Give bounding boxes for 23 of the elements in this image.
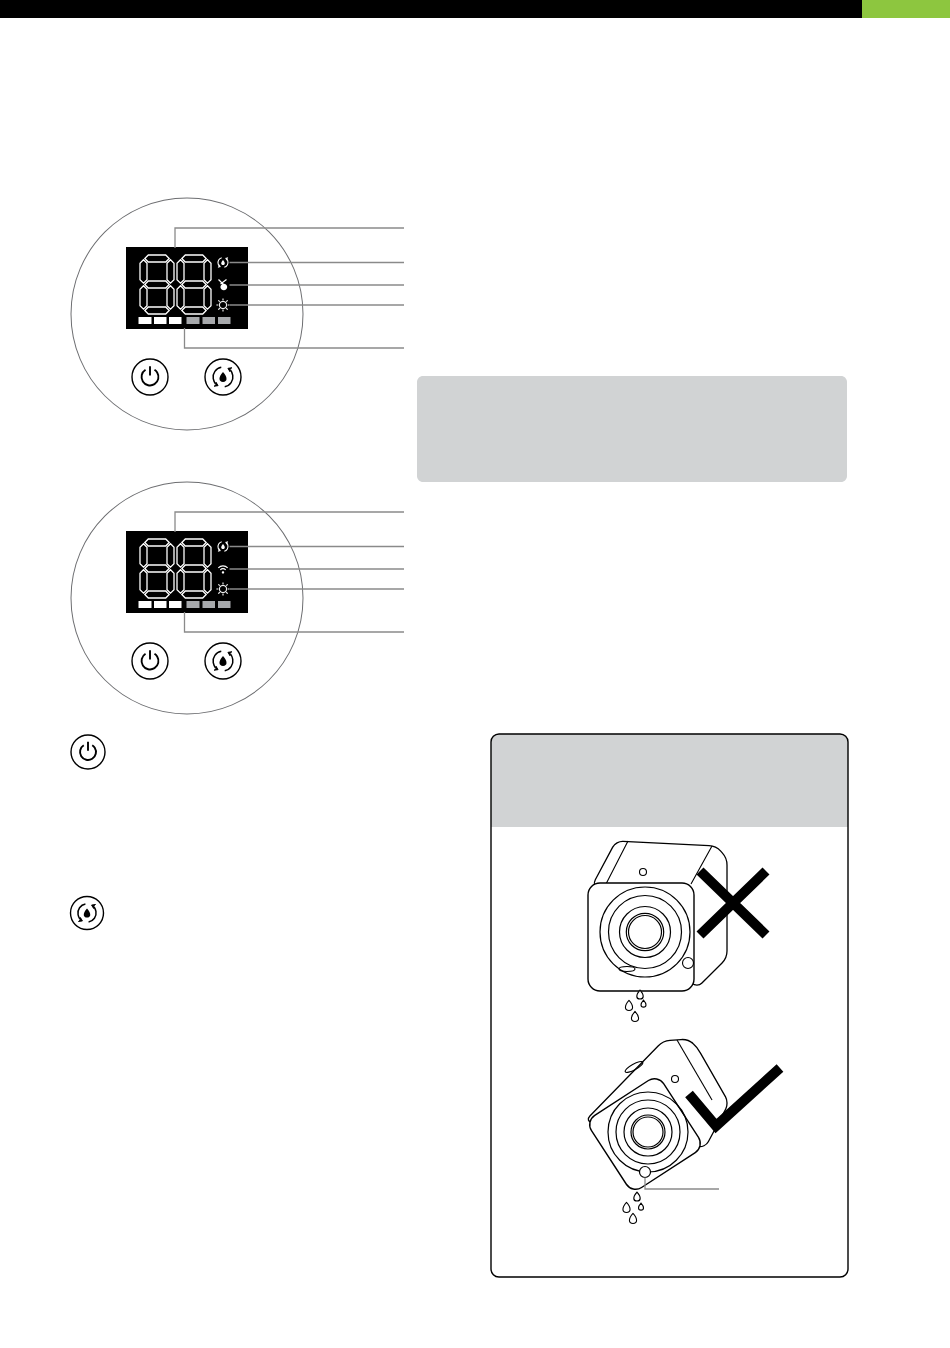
indicator-bars [138,601,231,608]
leader-line [228,284,405,286]
bug-icon [217,278,228,291]
leader-line [174,511,405,533]
sun-icon [215,581,231,597]
leader-line [228,568,405,570]
sun-icon [215,297,231,313]
digit-readout [139,538,212,599]
leader-line [228,545,405,548]
drop-cycle-icon [217,257,229,268]
leader-line [644,1176,720,1190]
drain-plug [638,1165,652,1179]
note-box [417,376,847,482]
leader-line [183,611,405,633]
digit-readout [139,254,212,315]
wifi-icon [217,565,229,574]
drop-cycle-icon [217,541,229,552]
leader-line [229,304,405,306]
indicator-bars [138,317,231,324]
leader-line [229,588,405,590]
leader-line [228,261,405,264]
leader-line [174,227,405,249]
leader-line [183,327,405,349]
